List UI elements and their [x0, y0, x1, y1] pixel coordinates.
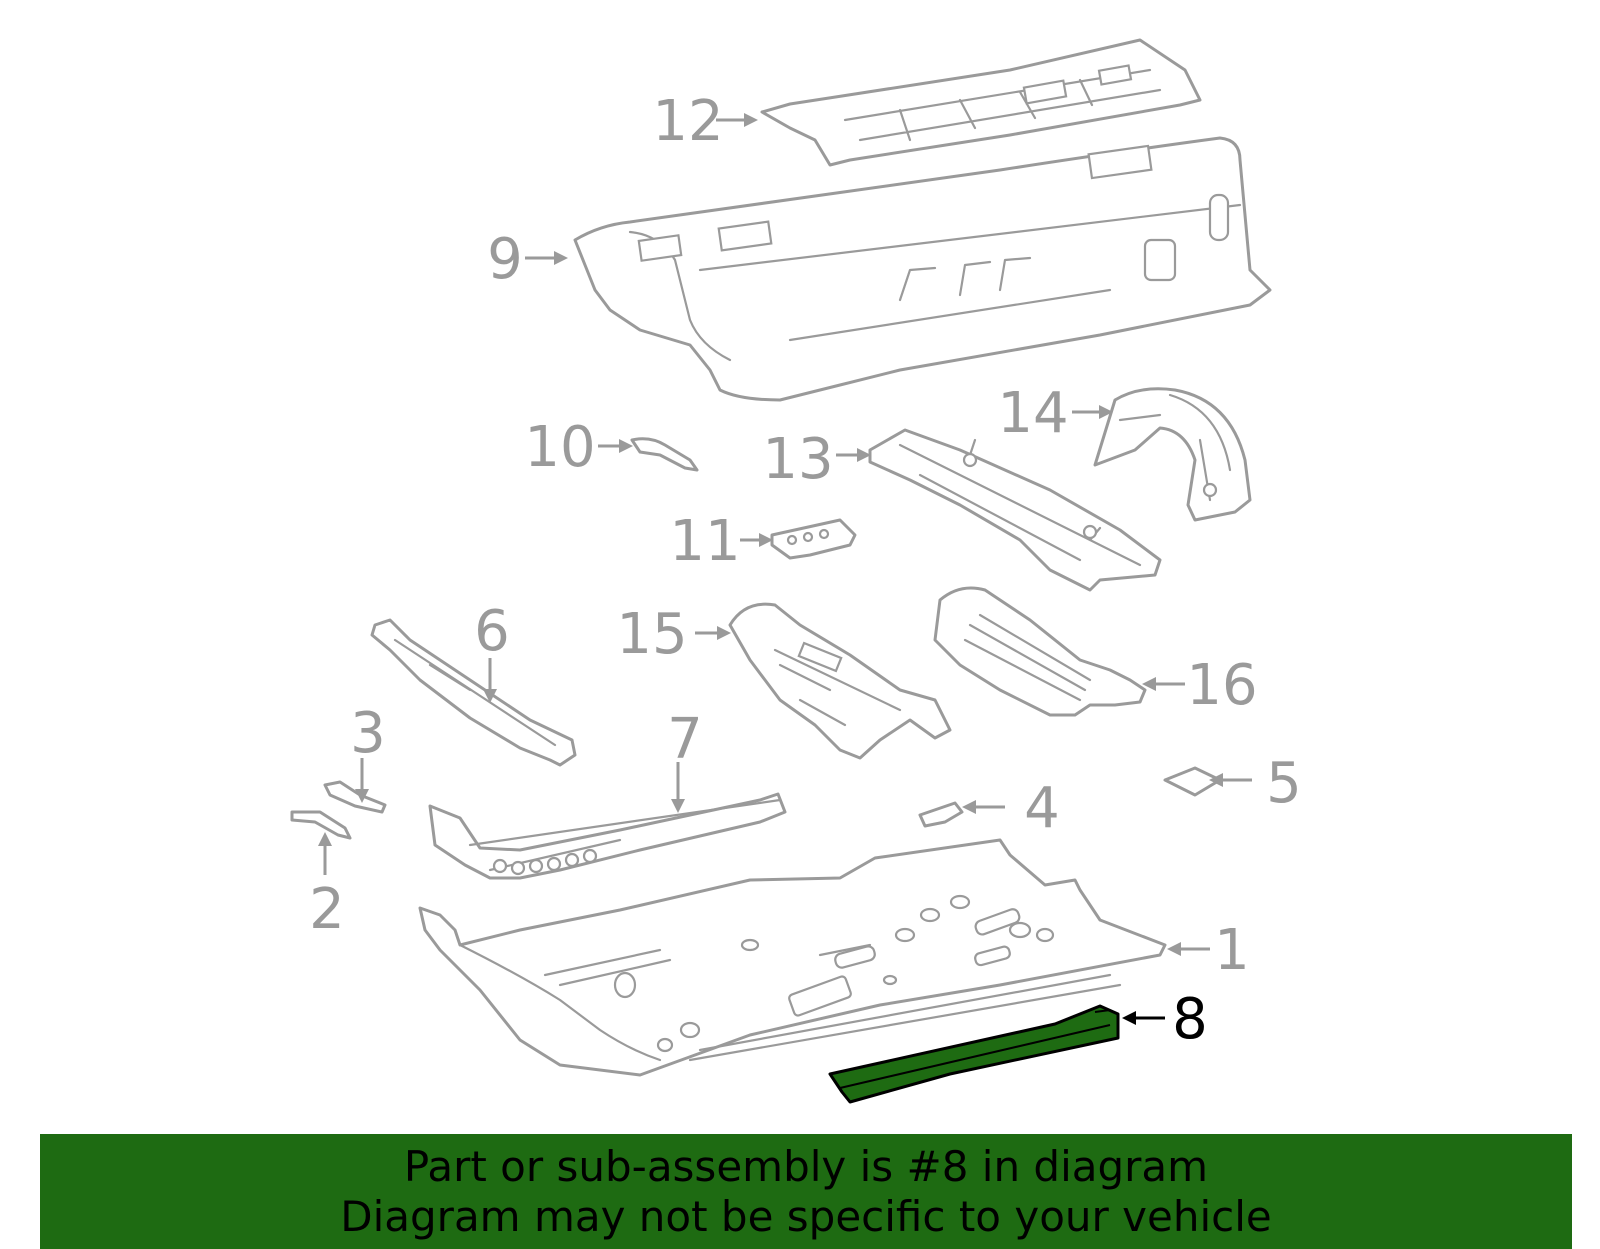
- label-3: 3: [350, 701, 386, 766]
- part-5-shape: [1163, 766, 1222, 797]
- label-1: 1: [1214, 918, 1250, 983]
- label-13: 13: [762, 427, 833, 492]
- label-14: 14: [997, 381, 1068, 446]
- part-2-shape: [290, 810, 352, 840]
- label-15: 15: [616, 602, 687, 667]
- part-13-shape: [868, 428, 1162, 592]
- label-8: 8: [1172, 987, 1208, 1052]
- label-11: 11: [669, 509, 740, 574]
- part-12-shape: [760, 38, 1202, 167]
- part-8-shape: [828, 1004, 1120, 1104]
- info-banner: Part or sub-assembly is #8 in diagram Di…: [40, 1134, 1572, 1249]
- banner-line-2: Diagram may not be specific to your vehi…: [340, 1191, 1272, 1241]
- part-14-shape: [1093, 387, 1252, 522]
- label-5: 5: [1266, 751, 1302, 816]
- part-9-shape: [573, 136, 1272, 402]
- part-6-shape: [370, 618, 577, 767]
- part-16-shape: [933, 586, 1147, 717]
- banner-line-1: Part or sub-assembly is #8 in diagram: [403, 1141, 1209, 1191]
- part-15-shape: [728, 602, 952, 760]
- label-7: 7: [667, 707, 703, 772]
- part-11-shape: [770, 518, 857, 560]
- label-2: 2: [309, 877, 345, 942]
- part-10-shape: [630, 437, 699, 472]
- part-1-shape: [418, 838, 1167, 1077]
- label-6: 6: [474, 599, 510, 664]
- part-3-shape: [323, 780, 387, 814]
- label-16: 16: [1186, 653, 1257, 718]
- label-9: 9: [487, 227, 523, 292]
- label-10: 10: [524, 415, 595, 480]
- part-4-shape: [918, 801, 964, 828]
- label-12: 12: [652, 89, 723, 154]
- part-7-shape: [428, 792, 787, 880]
- label-4: 4: [1024, 776, 1060, 841]
